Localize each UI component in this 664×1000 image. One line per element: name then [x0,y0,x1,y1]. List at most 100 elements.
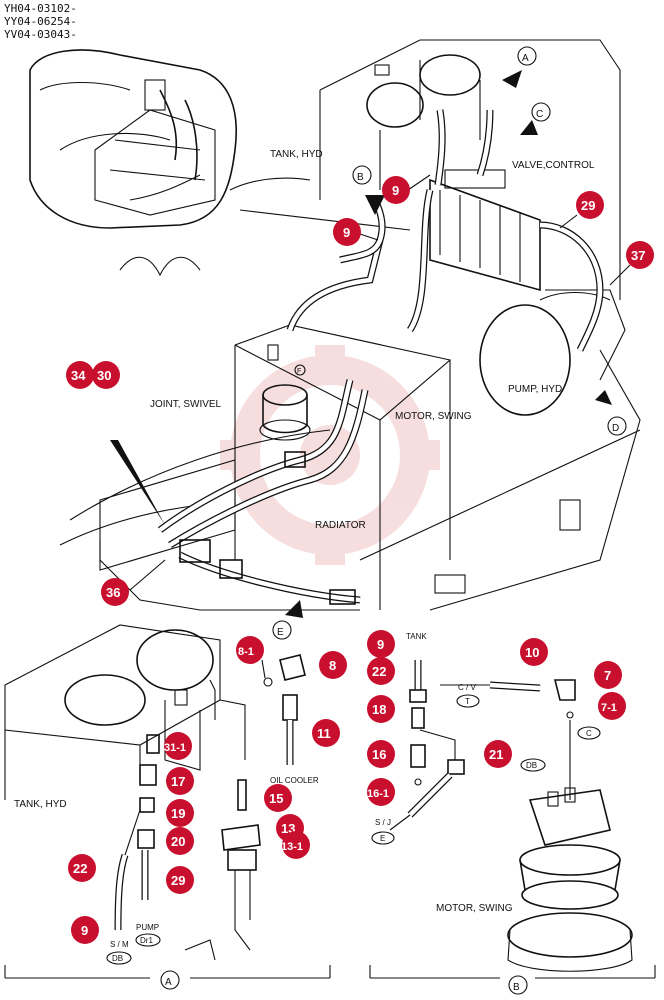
svg-text:37: 37 [631,248,645,263]
svg-text:9: 9 [392,183,399,198]
marker-37[interactable]: 37 [626,241,654,269]
hose-routing [157,109,604,605]
marker-9a[interactable]: 9 [382,176,410,204]
marker-29[interactable]: 29 [576,191,604,219]
marker-11[interactable]: 11 [312,719,340,747]
label-sm: S / M [110,940,129,949]
callout-d: D [612,423,619,434]
label-cv: C / V [458,683,476,692]
marker-22a[interactable]: 22 [367,657,395,685]
marker-21[interactable]: 21 [484,740,512,768]
model-code-3: YV04-03043- [4,28,77,41]
callout-db2: DB [112,954,123,963]
svg-text:7: 7 [604,668,611,683]
marker-30[interactable]: 30 [92,361,120,389]
svg-text:10: 10 [525,645,539,660]
label-pump: PUMP [136,923,159,932]
marker-8-1[interactable]: 8-1 [236,636,264,664]
label-motor-swing: MOTOR, SWING [395,411,472,422]
direction-arrows [285,70,612,618]
watermark-logo [220,345,440,565]
callout-dr1: Dr1 [140,936,153,945]
label-tank-hyd-a: TANK, HYD [14,799,67,810]
label-oil-cooler: OIL COOLER [270,776,319,785]
svg-text:9: 9 [377,637,384,652]
callout-f: F [297,368,301,375]
svg-text:7-1: 7-1 [601,702,617,714]
model-code-1: YH04-03102- [4,2,77,15]
marker-36[interactable]: 36 [101,578,129,606]
control-valve [429,169,541,292]
leader-lines [110,174,631,679]
component-labels: TANK, HYD VALVE,CONTROL PUMP, HYD JOINT,… [14,149,595,949]
label-tank: TANK [406,632,427,641]
section-label-a: A [165,977,172,988]
marker-13-1[interactable]: 13-1 [281,831,310,859]
label-motor-swing-b: MOTOR, SWING [436,903,513,914]
marker-10[interactable]: 10 [520,638,548,666]
svg-text:22: 22 [73,861,87,876]
svg-text:16-1: 16-1 [367,788,389,800]
label-valve-control: VALVE,CONTROL [512,160,595,171]
hydraulic-tank-top [366,54,481,190]
svg-text:8: 8 [329,658,336,673]
callout-e2: E [380,834,385,843]
marker-34[interactable]: 34 [66,361,94,389]
marker-9c[interactable]: 9 [367,630,395,658]
marker-22b[interactable]: 22 [68,854,96,882]
marker-16-1[interactable]: 16-1 [367,778,395,806]
marker-16[interactable]: 16 [367,740,395,768]
label-radiator: RADIATOR [315,520,366,531]
upper-frame [59,39,641,611]
label-pump-hyd: PUMP, HYD [508,384,562,395]
svg-text:9: 9 [81,923,88,938]
svg-text:20: 20 [171,834,185,849]
svg-text:11: 11 [317,726,331,741]
svg-text:29: 29 [581,198,595,213]
section-b-view [389,660,633,972]
svg-text:13-1: 13-1 [281,841,303,853]
machine-overview [29,49,238,229]
callout-e: E [277,627,284,638]
svg-text:22: 22 [372,664,386,679]
svg-text:18: 18 [372,702,386,717]
callout-c2: C [586,729,592,738]
svg-text:17: 17 [171,774,185,789]
marker-9d[interactable]: 9 [71,916,99,944]
view-callouts: A B C D E F T DB C E DB Dr1 A B [106,46,627,995]
section-dividers [4,965,656,979]
svg-text:30: 30 [97,368,111,383]
label-sj: S / J [375,818,391,827]
svg-text:8-1: 8-1 [238,646,254,658]
marker-20[interactable]: 20 [166,827,194,855]
callout-c: C [536,109,543,120]
marker-9b[interactable]: 9 [333,218,361,246]
marker-19[interactable]: 19 [166,799,194,827]
svg-text:21: 21 [489,747,503,762]
marker-17[interactable]: 17 [166,767,194,795]
marker-8[interactable]: 8 [319,651,347,679]
label-tank-hyd: TANK, HYD [270,149,323,160]
model-codes: YH04-03102- YY04-06254- YV04-03043- [4,2,77,41]
model-code-2: YY04-06254- [4,15,77,28]
marker-29b[interactable]: 29 [166,866,194,894]
marker-31-1[interactable]: 31-1 [164,732,192,760]
callout-t: T [465,697,470,706]
marker-7-1[interactable]: 7-1 [598,692,626,720]
svg-text:19: 19 [171,806,185,821]
svg-text:36: 36 [106,585,120,600]
marker-15[interactable]: 15 [264,784,292,812]
callout-a: A [522,53,529,64]
part-markers: 9 9 29 37 34 30 36 8-1 8 9 22 10 7 7-1 1… [66,176,654,944]
swivel-joint [259,344,311,441]
callout-b: B [357,172,364,183]
label-joint-swivel: JOINT, SWIVEL [150,399,222,410]
svg-text:31-1: 31-1 [164,742,186,754]
hydraulic-pump [479,289,626,416]
callout-db: DB [526,761,537,770]
section-a-view [4,624,306,961]
marker-18[interactable]: 18 [367,695,395,723]
marker-7[interactable]: 7 [594,661,622,689]
svg-text:15: 15 [269,791,283,806]
